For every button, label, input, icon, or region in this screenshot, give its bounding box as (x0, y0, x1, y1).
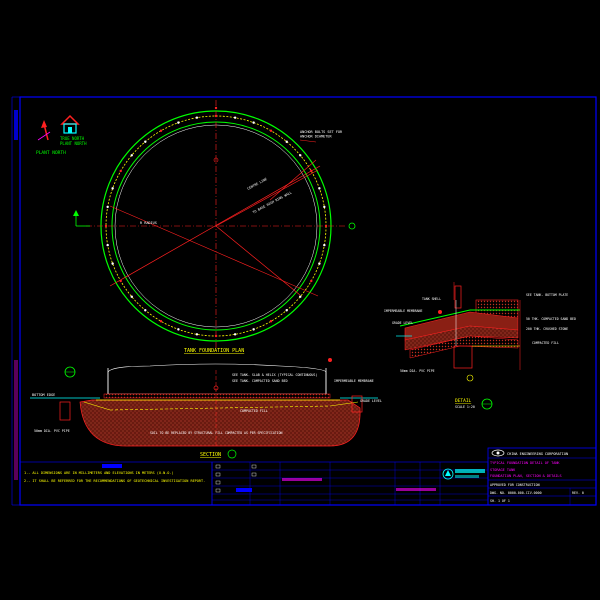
anchor-bolt (252, 121, 255, 124)
anchor-bolt (269, 320, 273, 323)
anchor-bolt (106, 205, 109, 209)
anchor-bolt (177, 121, 180, 124)
section-marker-left (73, 210, 90, 227)
anchor-bolt (159, 129, 163, 132)
detail-label: IMPERMEABLE MEMBRANE (384, 309, 422, 313)
title-line1: TYPICAL FOUNDATION DETAIL OF TANK (490, 461, 560, 465)
anchor-bolt (285, 140, 288, 143)
anchor-bolt (323, 205, 326, 209)
anchor-bolt (177, 328, 180, 331)
section-note-left: BOTTOM EDGE (32, 393, 55, 397)
title-line2: STORAGE TANK (490, 468, 516, 472)
anchor-bolt (233, 116, 237, 119)
title-drawing-no: DWG. NO. 0000-000-CIV-0000 (490, 491, 542, 495)
anchor-bolt (233, 333, 237, 336)
anchor-bolt (144, 140, 147, 143)
anchor-bolt (318, 262, 321, 265)
anchor-bolt (130, 154, 133, 157)
section-foundation-fill (79, 399, 361, 447)
anchor-bolt (252, 328, 255, 331)
title-company: CHINA ENGINEERING CORPORATION (507, 452, 568, 456)
anchor-bolt (119, 169, 122, 173)
plan-note-centerline: CENTRE LINE (247, 177, 268, 191)
anchor-bolt (310, 279, 313, 283)
anchor-bolt (159, 320, 163, 323)
section-note-slab1: SEE TANK- SLAB & HELIX (TYPICAL CONTINUO… (232, 373, 317, 377)
section-note-pipe: 50mm DIA. PVC PIPE (34, 429, 70, 433)
note-2: 2.- IT SHALL BE REFERRED FOR THE RECOMME… (24, 479, 205, 483)
note-1: 1.- ALL DIMENSIONS ARE IN MILLIMETERS AN… (24, 471, 174, 475)
anchor-bolt (299, 154, 302, 157)
anchor-bolt (195, 116, 199, 119)
detail-label: 50 THK. COMPACTED SAND BED (526, 317, 576, 321)
anchor-bolt (130, 295, 133, 298)
detail-label: TANK SHELL (422, 297, 441, 301)
title-rev: REV. 0 (572, 491, 584, 495)
title-block-logo (491, 449, 505, 457)
company-logo (442, 468, 485, 480)
north-sub2: PLANT NORTH (60, 141, 87, 146)
north-arrow: PLANT NORTH TRUE NORTH PLANT NORTH (36, 114, 87, 156)
north-label: PLANT NORTH (36, 150, 66, 156)
section-note-slab2: SEE TANK- COMPACTED SAND BED (232, 379, 288, 383)
section-title: SECTION (200, 452, 221, 458)
anchor-bolt (106, 243, 109, 247)
general-notes: 1.- ALL DIMENSIONS ARE IN MILLIMETERS AN… (19, 461, 213, 506)
section-note-right: GRADE LEVEL (360, 399, 382, 403)
title-sheet: SH. 1 OF 1 (490, 499, 510, 503)
detail-label: 200 THK. CRUSHED STONE (526, 327, 568, 331)
section-note-wall: IMPERMEABLE MEMBRANE (334, 379, 374, 383)
detail-view: TANK SHELL IMPERMEABLE MEMBRANE GRADE LEVE… (384, 282, 576, 410)
anchor-bolt (299, 295, 302, 298)
detail-label: SEE TANK- BOTTOM PLATE (526, 293, 568, 297)
anchor-bolt (195, 333, 199, 336)
anchor-bolt (144, 309, 147, 312)
plan-title: TANK FOUNDATION PLAN (184, 348, 244, 354)
plan-note-diam: TO BASE HIGH RING WALL (252, 190, 292, 214)
detail-label: COMPACTED FILL (532, 341, 559, 345)
anchor-bolt (318, 187, 321, 190)
tank-section: BOTTOM EDGE 50mm DIA. PVC PIPE SEE TANK-… (30, 358, 382, 459)
north-sub1: TRUE NORTH (60, 136, 85, 141)
title-approved: APPROVED FOR CONSTRUCTION (490, 483, 540, 487)
detail-title: DETAIL (455, 398, 472, 404)
plan-note-radius: R RADIUS (140, 221, 157, 225)
anchor-bolt (323, 243, 326, 247)
house-icon (60, 114, 80, 134)
revision-table (211, 461, 489, 506)
detail-label: 50mm DIA. PVC PIPE (400, 369, 435, 373)
detail-labels: TANK SHELL IMPERMEABLE MEMBRANE GRADE LEVE… (384, 293, 576, 373)
anchor-bolt (111, 187, 114, 190)
detail-label: GRADE LEVEL (392, 321, 413, 325)
title-block: CHINA ENGINEERING CORPORATION TYPICAL FO… (487, 447, 597, 506)
anchor-bolt (285, 309, 288, 312)
anchor-bolt (269, 129, 273, 132)
anchor-bolt (111, 262, 114, 265)
section-note-bottom: SOIL TO BE REPLACED BY STRUCTURAL FILL C… (150, 431, 282, 435)
title-line3: FOUNDATION PLAN, SECTION & DETAILS (490, 474, 562, 478)
section-note-fill: COMPACTED FILL (240, 409, 268, 413)
detail-scale: SCALE 1:20 (455, 405, 475, 409)
